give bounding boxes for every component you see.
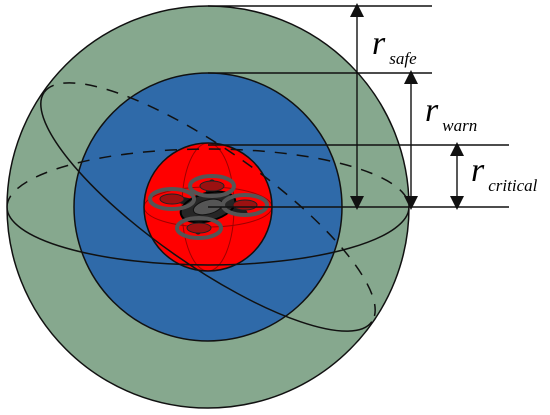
warn-radius-sub: warn xyxy=(442,116,477,135)
warn-radius-label: r warn xyxy=(425,92,477,135)
radius-arrows xyxy=(350,2,464,210)
warn-radius-main: r xyxy=(425,92,439,129)
drone-rotor-front-left xyxy=(188,174,236,198)
equator-ellipse xyxy=(7,148,409,266)
critical-radius-label: r critical xyxy=(471,152,538,195)
drone-rotor-back-right xyxy=(175,216,223,240)
safe-radius-label: r safe xyxy=(372,25,417,68)
critical-radius-sub: critical xyxy=(488,176,537,195)
tilted-orbit-ellipse xyxy=(40,82,376,332)
safe-radius-main: r xyxy=(372,25,386,62)
safe-radius-sub: safe xyxy=(389,49,417,68)
drone-rotor-back-left xyxy=(148,187,196,211)
critical-radius-main: r xyxy=(471,152,485,189)
